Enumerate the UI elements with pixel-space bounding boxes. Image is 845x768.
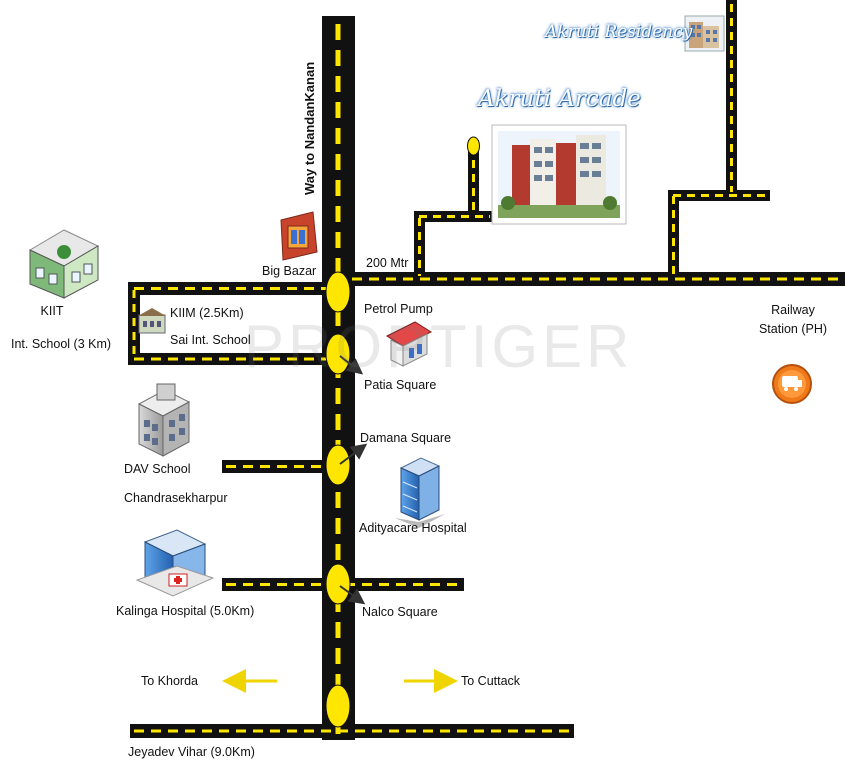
dav-school-label: DAV School [124, 462, 191, 476]
kiit-road-bottom [128, 353, 343, 365]
kiit-school-label: Int. School (3 Km) [11, 337, 112, 351]
way-to-nandankanan-label: Way to NandanKanan [302, 61, 317, 195]
railway-label: Railway [771, 303, 815, 317]
to-cuttack-label: To Cuttack [461, 674, 521, 688]
akruti-arcade-photo [491, 124, 627, 225]
railway-train-icon [772, 364, 812, 404]
patia-square-label: Patia Square [364, 378, 437, 392]
hospital-building-icon [395, 457, 445, 528]
dav-school-building-icon [137, 383, 191, 457]
junction-markers [325, 136, 480, 728]
arrow-patia [339, 355, 364, 375]
kiit-road-top [128, 282, 343, 295]
sai-school-label: Sai Int. School [170, 333, 251, 347]
jeyadev-road [130, 724, 574, 738]
adityacare-hospital-label: Adityacare Hospital [359, 521, 467, 535]
akruti-residency-title: Akruti Residency [545, 22, 693, 42]
200-mtr-label: 200 Mtr [366, 256, 409, 270]
junction-marker-arcade-spur [467, 136, 480, 156]
spur-right-vertical [668, 190, 679, 282]
jeyadev-vihar-label: Jeyadev Vihar (9.0Km) [128, 745, 255, 759]
junction-marker-jeyadev [325, 684, 351, 728]
kiit-building-icon [28, 229, 100, 299]
junction-marker-petrol-pump [325, 271, 351, 313]
junction-marker-patia [325, 333, 351, 375]
chandrasekharpur-label: Chandrasekharpur [124, 491, 228, 505]
damana-square-label: Damana Square [360, 431, 452, 445]
nalco-square-label: Nalco Square [362, 605, 438, 619]
kalinga-hospital-label: Kalinga Hospital (5.0Km) [116, 604, 255, 618]
railway-station-label: Station (PH) [758, 322, 828, 336]
to-khorda-label: To Khorda [141, 674, 198, 688]
kalinga-hospital-icon [135, 529, 215, 597]
watermark: PROPTIGER [244, 313, 634, 380]
kiim-building-icon [138, 308, 166, 334]
arrow-damana [339, 443, 368, 465]
akruti-residency-photo [684, 15, 725, 52]
kiim-label: KIIM (2.5Km) [170, 306, 244, 320]
petrol-pump-icon [385, 321, 433, 367]
arrow-nalco [339, 585, 366, 605]
big-bazar-label: Big Bazar [262, 264, 317, 278]
spur-residency-vertical [726, 0, 737, 196]
akruti-arcade-title: Akruti Arcade [478, 86, 641, 112]
lane-dashes [132, 4, 845, 734]
junction-marker-nalco [325, 563, 351, 605]
kiit-label: KIIT [40, 304, 64, 318]
pointer-arrows [339, 355, 368, 605]
big-bazar-store-icon [280, 211, 318, 261]
petrol-pump-label: Petrol Pump [364, 302, 433, 316]
junction-marker-damana [325, 444, 351, 486]
